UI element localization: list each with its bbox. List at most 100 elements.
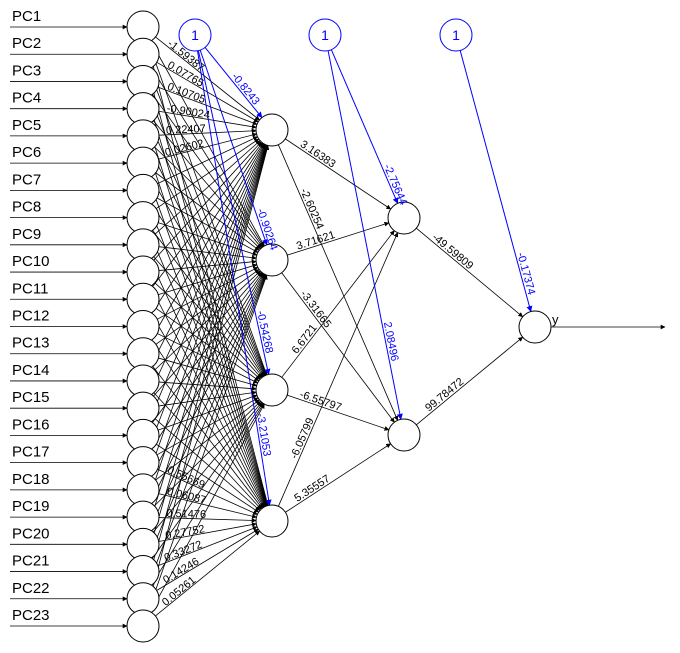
bias-to-hidden1-edge (204, 47, 263, 119)
hidden2-to-output-edge (416, 336, 524, 426)
hidden1-to-hidden2-edge (281, 272, 395, 423)
input-label-pc23: PC23 (12, 607, 50, 624)
input-to-hidden1-edge (156, 528, 259, 591)
input-to-hidden1-edge (147, 274, 268, 612)
input-to-hidden1-edge (150, 403, 265, 613)
hidden-weight-label: 6.6721 (290, 322, 320, 356)
input-label-pc21: PC21 (12, 553, 50, 570)
bias-weight-label: 2.08496 (381, 321, 400, 362)
input-to-hidden1-edge (154, 270, 261, 371)
input-to-hidden1-edge (148, 274, 268, 584)
input-label-pc13: PC13 (12, 335, 50, 352)
input-to-hidden1-edge (158, 381, 257, 391)
input-to-hidden1-edge (147, 150, 268, 507)
hidden-weight-label: 3.71621 (295, 229, 337, 252)
hidden1-node (255, 243, 289, 277)
input-to-hidden1-edge (152, 401, 263, 533)
input-to-hidden1-edge (151, 142, 264, 314)
bias-weight-label: -0.17374 (514, 251, 537, 296)
bias-to-hidden2-edge (327, 50, 403, 420)
bias-edges-layer (197, 47, 533, 506)
input-to-hidden1-edge (155, 399, 260, 481)
input-to-hidden1-edge (154, 282, 261, 380)
input-to-hidden1-edge (158, 246, 257, 261)
input-to-hidden1-edge (154, 418, 261, 511)
hidden-weight-label: -3.31665 (298, 288, 334, 330)
hidden-weight-label: -6.05799 (288, 416, 316, 461)
input-to-hidden1-edge (150, 40, 265, 247)
bias-node-label: 1 (321, 27, 329, 43)
input-to-hidden1-edge (158, 222, 258, 256)
bias-weight-label: -0.8243 (229, 71, 262, 108)
input-to-hidden1-edge (157, 136, 258, 184)
hidden1-node (255, 113, 289, 147)
input-to-hidden1-edge (158, 263, 258, 295)
input-weight-label: 0.22407 (166, 123, 206, 137)
hidden-weight-label: -2.60254 (297, 187, 325, 232)
input-to-hidden1-edge (156, 138, 260, 209)
input-label-pc4: PC4 (12, 90, 41, 107)
hidden-weight-label: 3.16383 (298, 138, 338, 170)
input-to-hidden1-edge (149, 149, 266, 377)
hidden1-to-hidden2-edge (278, 232, 399, 507)
input-to-hidden1-edge (155, 269, 260, 345)
input-to-hidden1-edge (158, 259, 257, 271)
hidden2-node (387, 201, 421, 235)
input-to-hidden1-edge (157, 266, 259, 320)
input-to-hidden1-edge (147, 144, 269, 530)
input-label-pc19: PC19 (12, 498, 50, 515)
input-to-hidden1-edge (154, 146, 261, 250)
input-to-hidden1-edge (158, 517, 257, 523)
input-to-hidden1-edge (149, 144, 266, 394)
input-label-pc15: PC15 (12, 389, 50, 406)
hidden1-node (255, 373, 289, 407)
bias-to-hidden1-edge (199, 49, 268, 246)
input-to-hidden1-edge (148, 69, 267, 376)
input-to-hidden1-edge (146, 144, 269, 584)
input-to-hidden1-edge (157, 526, 258, 567)
hidden1-node (255, 504, 289, 538)
input-to-hidden1-edge (148, 96, 267, 376)
input-to-hidden1-edge (147, 123, 269, 507)
hidden1-to-hidden2-edge (285, 443, 391, 513)
input-to-hidden1-edge (147, 96, 269, 507)
input-to-hidden1-edge (149, 273, 266, 503)
output-weight-label: 99.78472 (423, 376, 466, 414)
output-label: y (552, 312, 559, 327)
bias-weight-label: -0.90264 (254, 207, 279, 252)
input-to-hidden1-edge (150, 176, 265, 377)
input-to-hidden1-edge (148, 178, 268, 507)
bias-weight-label: -3.21053 (254, 412, 273, 457)
bias-to-hidden2-edge (330, 49, 399, 204)
bias-to-output-edge (459, 50, 533, 313)
input-to-hidden1-edge (148, 274, 267, 557)
input-to-hidden1-edge (157, 468, 258, 515)
input-label-pc10: PC10 (12, 253, 50, 270)
input-to-hidden1-edge (155, 308, 260, 382)
input-to-hidden1-edge (152, 142, 263, 287)
input-to-hidden1-edge (152, 230, 263, 378)
input-label-pc7: PC7 (12, 171, 41, 188)
input-to-hidden1-edge (157, 394, 258, 431)
input-to-hidden1-edge (152, 94, 263, 248)
bias-weight-label: -2.75644 (381, 162, 409, 207)
bias-node (439, 18, 473, 52)
input-to-hidden1-edge (148, 232, 267, 507)
hidden2-to-output-edge (416, 227, 524, 318)
input-to-hidden1-edge (158, 357, 258, 387)
input-to-hidden1-edge (155, 172, 260, 251)
input-label-pc22: PC22 (12, 580, 50, 597)
hidden2-node (387, 418, 421, 452)
input-to-hidden1-edge (158, 493, 257, 519)
input-to-hidden1-edge (153, 141, 262, 261)
input-label-pc17: PC17 (12, 444, 50, 461)
input-to-hidden1-edge (148, 144, 267, 448)
input-to-hidden1-edge (147, 144, 269, 557)
input-to-hidden1-edge (154, 140, 261, 235)
hidden-weight-label: 5.35557 (292, 473, 332, 505)
input-to-hidden1-edge (158, 390, 257, 407)
input-to-hidden1-edge (146, 42, 270, 506)
nodes-layer (126, 10, 552, 643)
input-label-pc1: PC1 (12, 8, 41, 25)
